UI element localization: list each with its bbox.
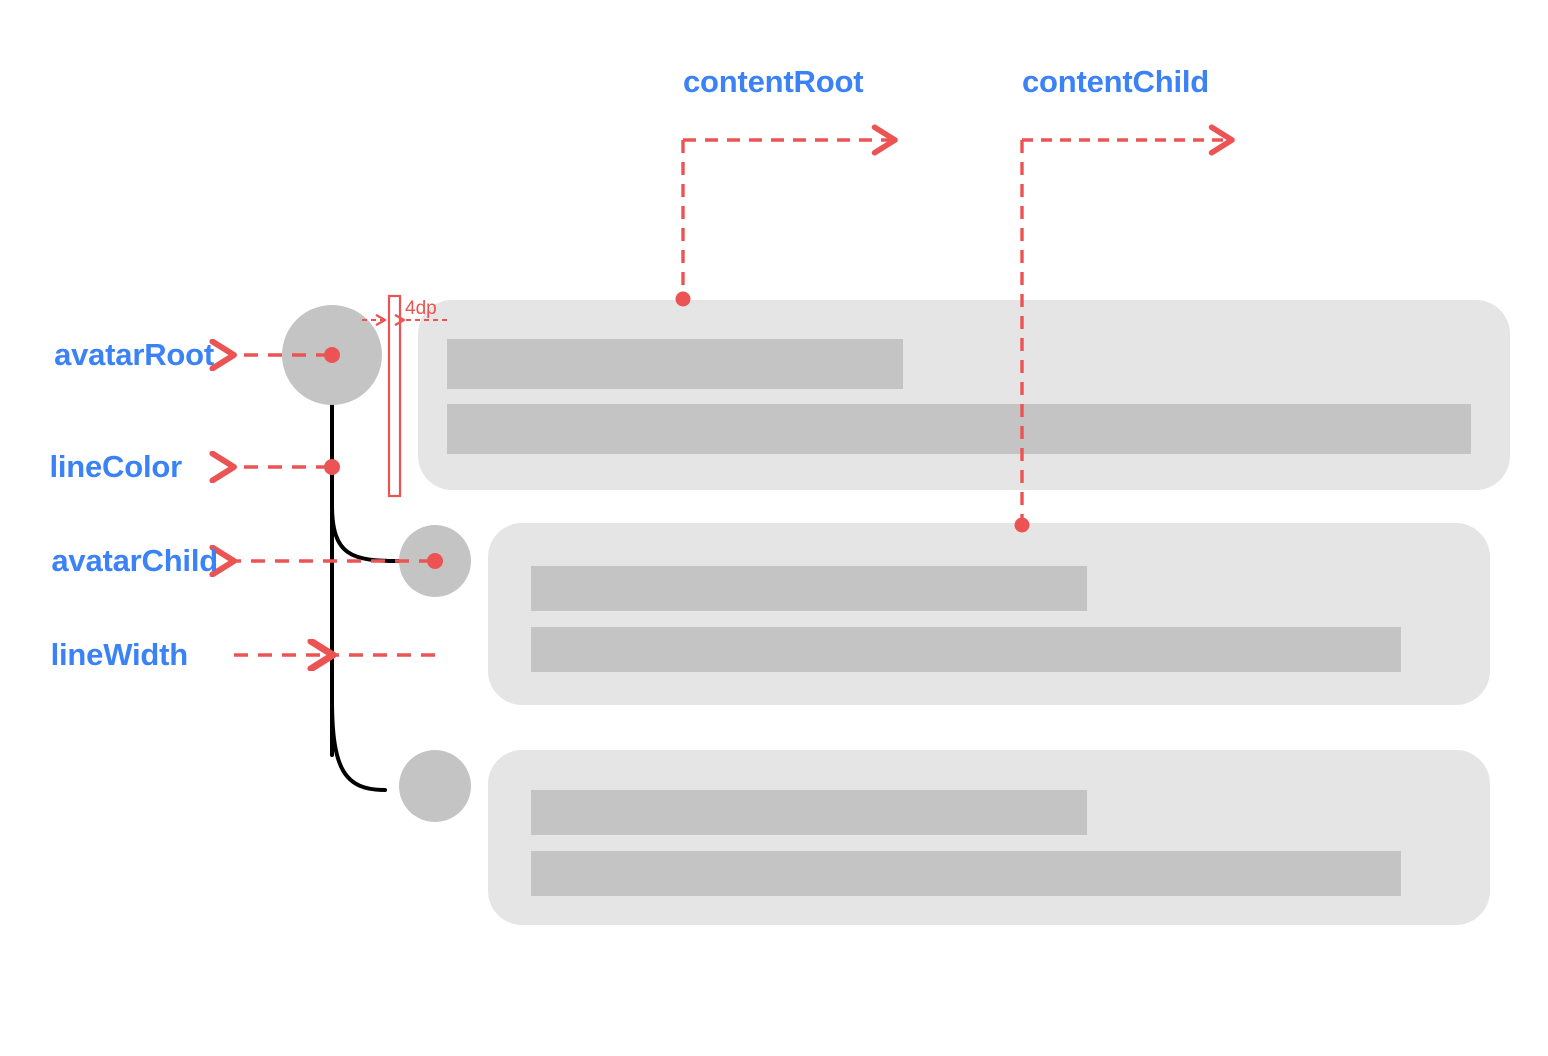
placeholder-bar-title <box>531 790 1087 835</box>
leader-endpoint-dot-contentchild <box>1014 517 1030 533</box>
placeholder-bar-body <box>531 627 1401 672</box>
label-dimension-4dp: 4dp <box>405 298 437 319</box>
content-child-card-2 <box>488 750 1490 925</box>
card-surface <box>418 300 1510 490</box>
placeholder-bar-body <box>531 851 1401 896</box>
leader-linecolor <box>234 459 340 475</box>
leader-contentroot <box>675 140 896 307</box>
connector-branch-2 <box>330 698 387 792</box>
leader-avatarroot <box>234 347 340 363</box>
dimension-4dp <box>362 294 447 498</box>
card-surface <box>488 523 1490 705</box>
placeholder-bar-title <box>447 339 903 389</box>
label-avatarchild: avatarChild <box>51 543 218 578</box>
leader-endpoint-dot-avatarchild <box>427 553 443 569</box>
dimension-bracket <box>387 294 402 498</box>
leader-endpoint-dot-contentroot <box>675 291 691 307</box>
placeholder-bar-title <box>531 566 1087 611</box>
content-child-card-1 <box>488 523 1490 705</box>
label-avatarroot: avatarRoot <box>54 337 214 372</box>
label-contentchild: contentChild <box>1022 64 1210 99</box>
label-linecolor: lineColor <box>49 449 182 484</box>
label-contentroot: contentRoot <box>683 64 864 99</box>
placeholder-bar-body <box>447 404 1471 454</box>
avatar-child-2 <box>399 750 471 822</box>
card-surface <box>488 750 1490 925</box>
leader-avatarchild <box>234 553 443 569</box>
label-linewidth: lineWidth <box>50 637 189 672</box>
leader-endpoint-dot-linecolor <box>324 459 340 475</box>
connector-branch-1 <box>330 503 401 563</box>
content-root-card <box>418 300 1510 490</box>
leader-contentchild <box>1014 140 1233 533</box>
leader-endpoint-dot-avatarroot <box>324 347 340 363</box>
